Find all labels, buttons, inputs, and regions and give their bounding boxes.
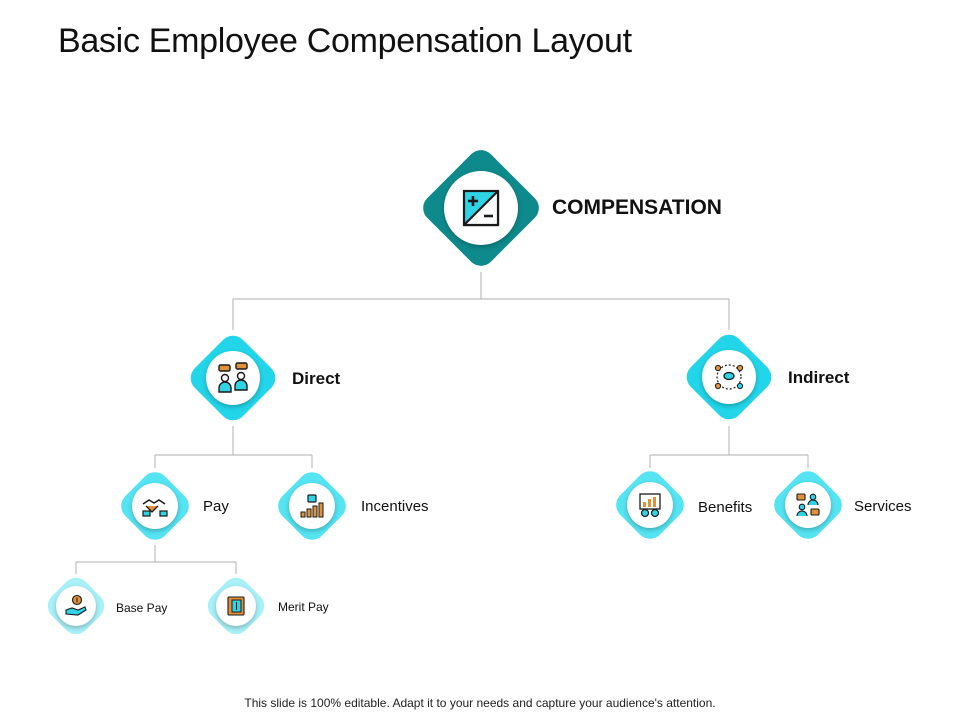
services-label: Services xyxy=(854,498,912,515)
pay-label: Pay xyxy=(203,498,229,515)
benefits-label: Benefits xyxy=(698,499,753,516)
people-chat-icon xyxy=(206,351,260,405)
footer-note: This slide is 100% editable. Adapt it to… xyxy=(244,696,716,710)
team-service-icon xyxy=(785,482,831,528)
handshake-money-icon xyxy=(132,483,178,529)
base-pay-label: Base Pay xyxy=(116,601,168,615)
money-book-icon xyxy=(216,586,256,626)
growth-chart-icon xyxy=(289,483,335,529)
node-benefits xyxy=(600,455,700,555)
network-people-icon xyxy=(702,350,756,404)
coin-hand-icon xyxy=(56,586,96,626)
plus-minus-icon xyxy=(444,171,518,245)
compensation-label: COMPENSATION xyxy=(552,196,722,219)
node-base-pay xyxy=(31,561,121,651)
node-pay xyxy=(105,456,205,556)
analytics-gear-icon xyxy=(627,482,673,528)
node-incentives xyxy=(262,456,362,556)
node-indirect xyxy=(674,322,784,432)
node-merit-pay xyxy=(191,561,281,651)
direct-label: Direct xyxy=(292,369,341,388)
page-title: Basic Employee Compensation Layout xyxy=(58,22,632,60)
node-compensation xyxy=(416,143,546,273)
indirect-label: Indirect xyxy=(788,368,850,387)
node-services xyxy=(758,455,858,555)
incentives-label: Incentives xyxy=(361,498,429,515)
merit-pay-label: Merit Pay xyxy=(278,600,329,614)
node-direct xyxy=(178,323,288,433)
